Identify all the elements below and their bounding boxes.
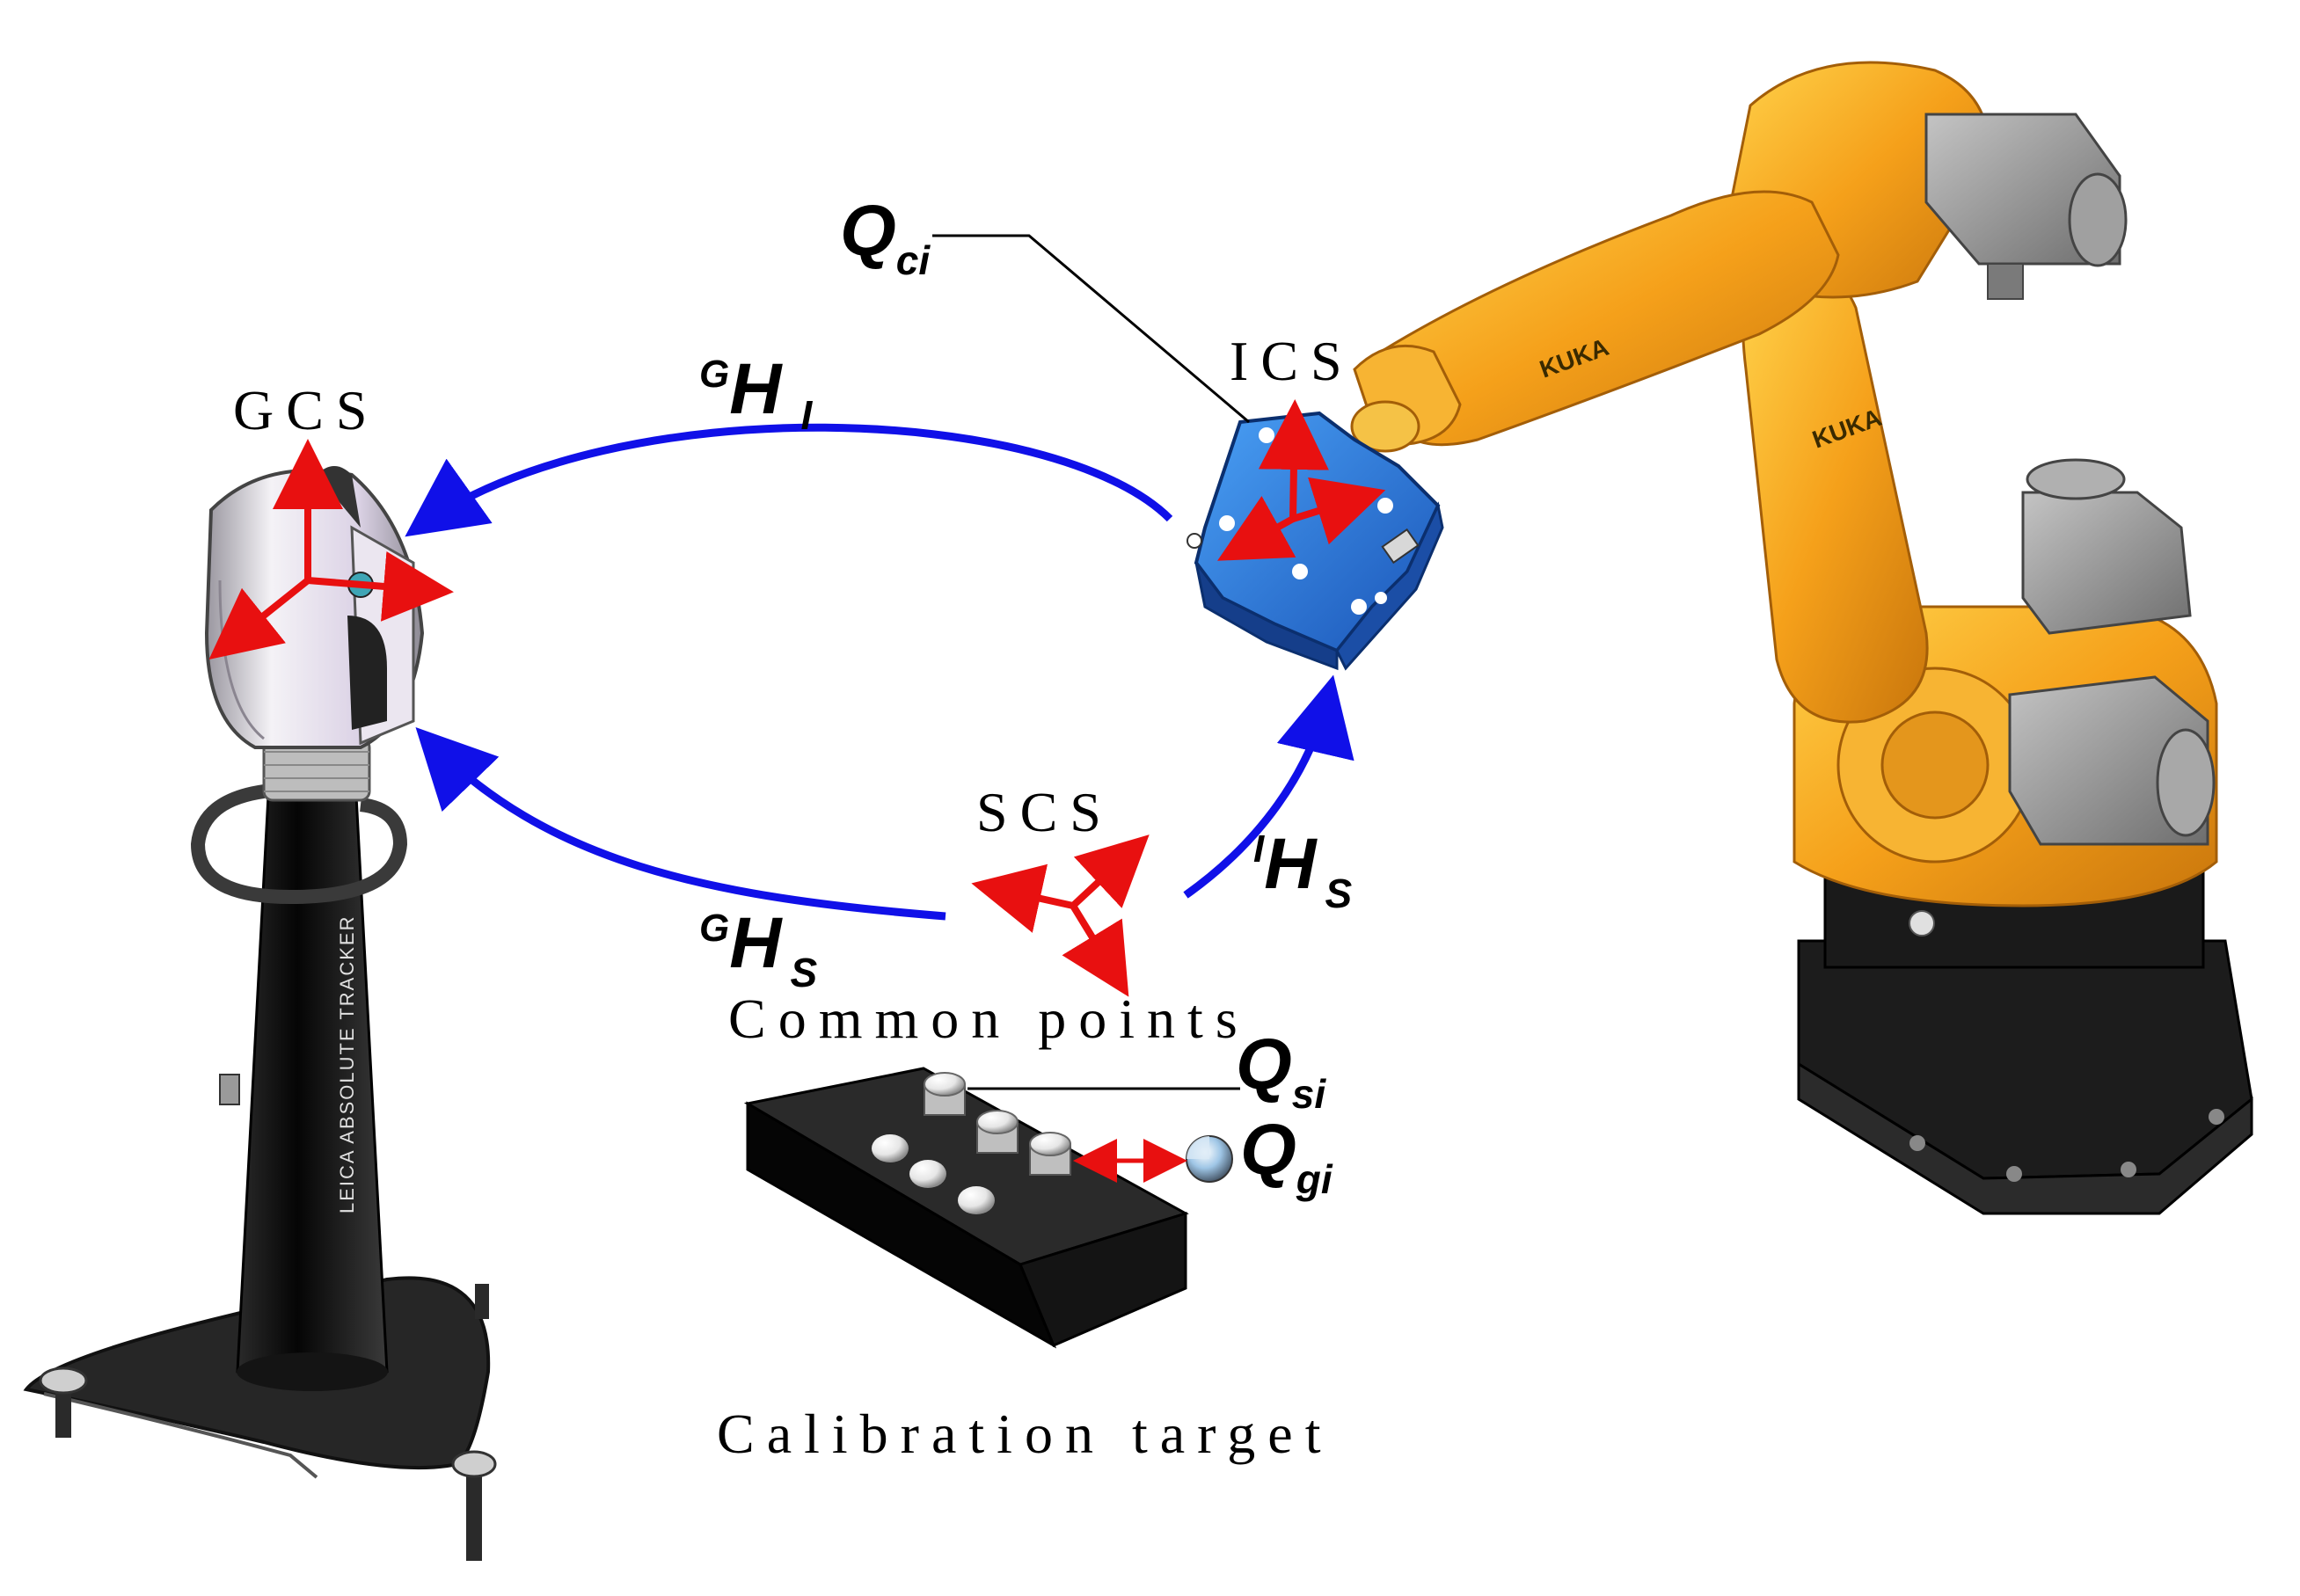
common-points-label: Common points (728, 987, 1250, 1050)
ics-label: ICS (1230, 330, 1354, 392)
calibration-target-label: Calibration target (717, 1403, 1333, 1465)
target-point-6 (958, 1186, 995, 1214)
tracker-cable (190, 784, 408, 905)
target-pin-1 (924, 1072, 966, 1116)
target-block-side (1018, 1211, 1187, 1347)
gcs-frame (208, 439, 454, 660)
target-point-4 (872, 1134, 909, 1162)
transform-arrow-i-h-s (1183, 674, 1354, 899)
transform-arrow-g-h-s (415, 727, 946, 921)
robot-upper-arm (1379, 190, 1840, 447)
sphere-target-icon (1186, 1135, 1233, 1183)
ics-frame (1217, 399, 1386, 561)
industrial-robot-icon: KUKA KUKA (1350, 61, 2253, 1215)
scs-frame (971, 834, 1150, 997)
q-gi-label: Qgi (1240, 1110, 1333, 1202)
calibration-target-icon (743, 1067, 1189, 1349)
laser-tracker-icon: LEICA ABSOLUTE TRACKER (23, 466, 497, 1561)
measurement-tool-icon (1187, 411, 1444, 671)
q-ci-leader (932, 234, 1250, 424)
robot-motor-mid (2021, 458, 2192, 635)
target-pin-3 (1029, 1132, 1071, 1176)
scs-label: SCS (976, 781, 1113, 843)
q-si-label: Qsi (1236, 1024, 1326, 1117)
transform-arrow-g-h-i (405, 423, 1173, 537)
robot-lower-arm (1741, 263, 1929, 724)
gcs-label: GCS (233, 379, 380, 441)
tracker-brand-text: LEICA ABSOLUTE TRACKER (336, 915, 358, 1213)
target-pin-2 (976, 1110, 1019, 1154)
target-point-5 (909, 1160, 946, 1188)
q-ci-label: Qci (840, 191, 931, 283)
robot-motor-top (1924, 113, 2128, 300)
robot-motor-low (2008, 675, 2216, 846)
